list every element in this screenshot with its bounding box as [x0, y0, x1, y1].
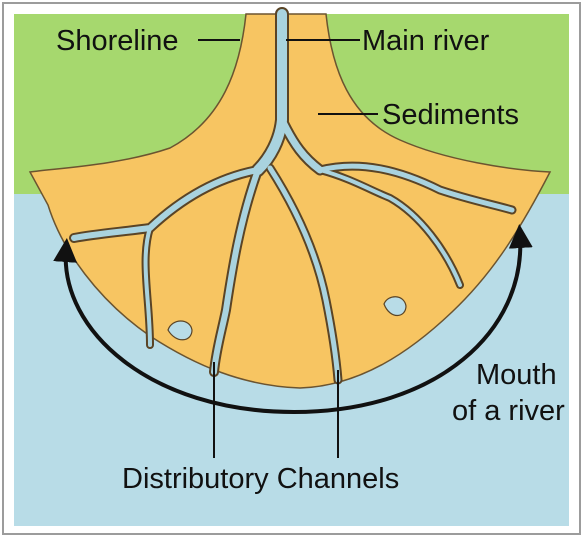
label-sediments: Sediments	[382, 99, 519, 131]
label-main-river: Main river	[362, 25, 490, 57]
label-shoreline: Shoreline	[56, 25, 179, 57]
label-mouth-line2: of a river	[452, 395, 565, 427]
label-mouth-line1: Mouth	[476, 359, 557, 391]
label-distributory-channels: Distributory Channels	[122, 463, 399, 495]
